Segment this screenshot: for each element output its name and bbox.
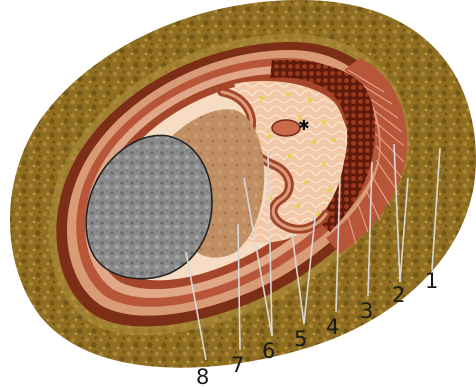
label-4: 4 xyxy=(326,315,339,339)
label-6: 6 xyxy=(262,339,275,363)
oval-body xyxy=(272,120,300,136)
label-7: 7 xyxy=(231,353,244,377)
label-1: 1 xyxy=(425,269,438,293)
label-2: 2 xyxy=(392,283,405,307)
label-5: 5 xyxy=(294,327,307,351)
label-3: 3 xyxy=(360,299,373,323)
star-marker: ✱ xyxy=(298,118,310,134)
label-8: 8 xyxy=(196,365,209,387)
